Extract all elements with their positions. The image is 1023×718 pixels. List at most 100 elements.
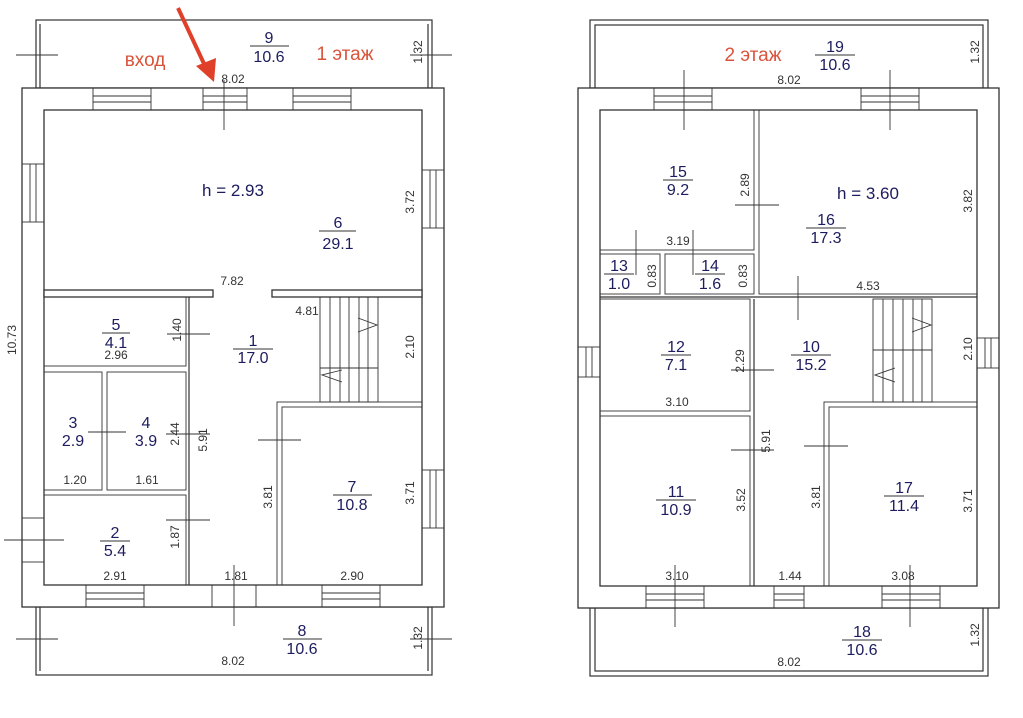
svg-text:2.9: 2.9: [62, 433, 84, 450]
svg-text:1.6: 1.6: [699, 276, 721, 293]
svg-text:2.29: 2.29: [733, 349, 747, 373]
svg-text:18: 18: [853, 624, 871, 641]
svg-text:2.89: 2.89: [738, 173, 752, 197]
svg-text:3.72: 3.72: [403, 190, 417, 214]
svg-text:16: 16: [817, 212, 835, 229]
room-label: 32.9: [62, 415, 84, 450]
svg-text:15: 15: [669, 164, 687, 181]
svg-text:3: 3: [69, 415, 78, 432]
svg-text:3.19: 3.19: [666, 234, 690, 248]
svg-text:1.81: 1.81: [224, 569, 248, 583]
svg-text:0.83: 0.83: [645, 264, 659, 288]
svg-text:10.6: 10.6: [819, 57, 850, 74]
svg-text:17.0: 17.0: [237, 350, 268, 367]
svg-text:3.10: 3.10: [665, 395, 689, 409]
svg-text:4: 4: [142, 415, 151, 432]
svg-text:2: 2: [111, 525, 120, 542]
svg-text:1.87: 1.87: [168, 525, 182, 549]
svg-text:1: 1: [249, 333, 258, 350]
svg-text:3.82: 3.82: [961, 189, 975, 213]
svg-text:1.32: 1.32: [411, 40, 425, 64]
svg-text:8: 8: [298, 623, 307, 640]
room-label: 25.4: [100, 525, 130, 560]
svg-text:3.71: 3.71: [961, 489, 975, 513]
room-label: 43.9: [135, 415, 157, 450]
svg-text:5.91: 5.91: [196, 428, 210, 452]
svg-text:3.81: 3.81: [809, 485, 823, 509]
svg-text:10.9: 10.9: [660, 502, 691, 519]
room-label: 629.1: [319, 215, 356, 253]
svg-text:8.02: 8.02: [777, 73, 801, 87]
svg-text:15.2: 15.2: [795, 357, 826, 374]
svg-text:5.4: 5.4: [104, 543, 126, 560]
room-label: 810.6: [283, 623, 322, 658]
svg-text:1.61: 1.61: [135, 473, 159, 487]
svg-text:2.91: 2.91: [103, 569, 127, 583]
svg-text:1.32: 1.32: [968, 623, 982, 647]
svg-text:10.8: 10.8: [336, 497, 367, 514]
svg-text:10.6: 10.6: [253, 49, 284, 66]
room-label: 54.1: [102, 317, 130, 352]
svg-text:5.91: 5.91: [759, 429, 773, 453]
svg-text:2.44: 2.44: [168, 422, 182, 446]
svg-text:2.96: 2.96: [104, 348, 128, 362]
svg-text:17: 17: [895, 480, 913, 497]
svg-text:1.40: 1.40: [170, 318, 184, 342]
svg-text:4.1: 4.1: [105, 335, 127, 352]
svg-text:0.83: 0.83: [736, 264, 750, 288]
svg-text:11: 11: [668, 484, 685, 501]
svg-text:4.53: 4.53: [856, 279, 880, 293]
svg-text:11.4: 11.4: [889, 498, 919, 515]
svg-text:10: 10: [802, 339, 820, 356]
room-label: 910.6: [250, 30, 289, 66]
floor-1-plan: вход 1 этаж h = 2.93 117.0 25.4 32.9 43.…: [4, 7, 452, 676]
room-label: 117.0: [233, 333, 273, 367]
staircase: [319, 296, 379, 403]
svg-text:2.90: 2.90: [340, 569, 364, 583]
svg-text:7: 7: [348, 479, 357, 496]
svg-text:10.73: 10.73: [5, 325, 19, 355]
svg-text:3.9: 3.9: [135, 433, 157, 450]
svg-text:3.81: 3.81: [261, 485, 275, 509]
entrance-label: вход: [125, 50, 166, 71]
svg-text:1.32: 1.32: [411, 626, 425, 650]
svg-text:2.10: 2.10: [961, 337, 975, 361]
entrance-arrow-icon: [176, 7, 216, 82]
svg-text:12: 12: [667, 339, 685, 356]
svg-text:4.81: 4.81: [295, 304, 319, 318]
windows: [577, 87, 1000, 609]
svg-text:8.02: 8.02: [221, 72, 245, 86]
svg-text:8.02: 8.02: [221, 654, 245, 668]
svg-text:17.3: 17.3: [810, 230, 841, 247]
svg-text:9: 9: [265, 30, 274, 47]
svg-text:9.2: 9.2: [667, 182, 689, 199]
room-label: 131.0: [604, 258, 634, 293]
svg-text:1.20: 1.20: [63, 473, 87, 487]
svg-text:3.10: 3.10: [665, 569, 689, 583]
svg-text:1.32: 1.32: [968, 40, 982, 64]
staircase: [872, 298, 933, 403]
dimension-labels: 8.02 1.32 3.72 7.82 4.81 2.96 1.40 2.10 …: [5, 40, 425, 668]
floor-2-title: 2 этаж: [725, 45, 782, 66]
svg-text:7.82: 7.82: [220, 274, 244, 288]
svg-text:2.10: 2.10: [403, 335, 417, 359]
floor-1-title: 1 этаж: [317, 44, 374, 65]
ceiling-height-label: h = 2.93: [202, 181, 264, 200]
balcony-top: [35, 19, 433, 89]
ceiling-height-label: h = 3.60: [837, 184, 899, 203]
room-label: 159.2: [663, 164, 693, 199]
svg-text:3.52: 3.52: [734, 488, 748, 512]
svg-text:5: 5: [112, 317, 121, 334]
svg-text:8.02: 8.02: [777, 655, 801, 669]
room-label: 127.1: [661, 339, 691, 374]
svg-text:13: 13: [610, 258, 628, 275]
svg-text:19: 19: [826, 39, 844, 56]
